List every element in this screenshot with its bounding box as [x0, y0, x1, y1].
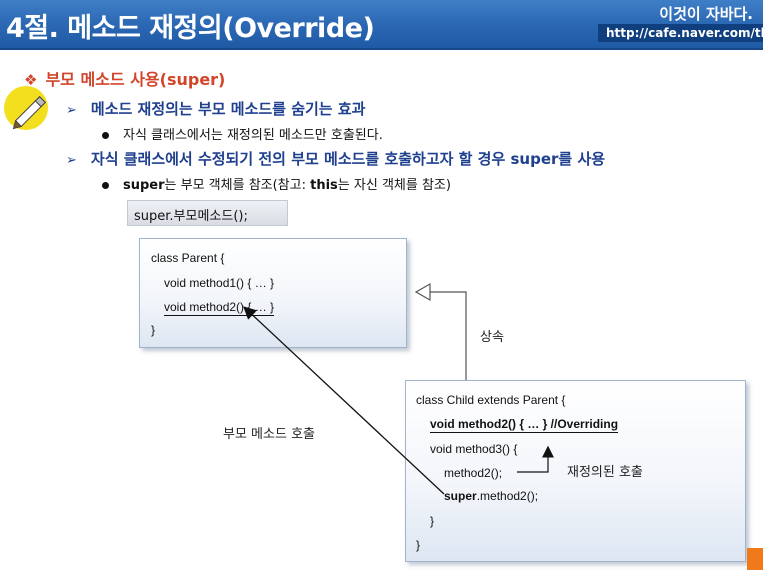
- child-method2-override: void method2() { … } //Overriding: [430, 417, 619, 433]
- slide-title: 4절. 메소드 재정의(Override): [6, 13, 375, 44]
- dot-bullet-icon: [102, 182, 109, 189]
- point-2-sub-text-end: 는 자신 객체를 참조): [337, 178, 451, 193]
- point-1-sub: 자식 클래스에서는 재정의된 메소드만 호출된다.: [102, 124, 383, 143]
- child-class-close: }: [416, 538, 421, 552]
- child-class-decl: class Child extends Parent {: [416, 393, 566, 407]
- inheritance-arrow: [414, 282, 467, 380]
- point-2-sub-text: 는 부모 객체를 참조(참고:: [164, 178, 311, 193]
- point-2: ➢ 자식 클래스에서 수정되기 전의 부모 메소드를 호출하고자 할 경우 sup…: [66, 148, 605, 169]
- super-syntax-box: super.부모메소드();: [127, 200, 288, 226]
- parent-class-decl: class Parent {: [151, 251, 225, 265]
- point-1: ➢ 메소드 재정의는 부모 메소드를 숨기는 효과: [66, 98, 365, 119]
- point-2-sub: super는 부모 객체를 참조(참고: this는 자신 객체를 참조): [102, 174, 451, 193]
- slide-header: 4절. 메소드 재정의(Override) 이것이 자바다. http://ca…: [0, 0, 763, 50]
- corner-tab: [747, 548, 763, 570]
- super-call-rest: .method2();: [476, 489, 539, 503]
- parent-class-box: class Parent { void method1() { … } void…: [139, 238, 407, 348]
- dot-bullet-icon: [102, 132, 109, 139]
- section-heading: ❖ 부모 메소드 사용(super): [24, 66, 225, 90]
- point-1-text: 메소드 재정의는 부모 메소드를 숨기는 효과: [90, 100, 366, 118]
- this-keyword: this: [310, 178, 338, 193]
- point-2-text: 자식 클래스에서 수정되기 전의 부모 메소드를 호출하고자 할 경우 supe…: [90, 150, 606, 168]
- pen-pointer-icon: [4, 86, 48, 130]
- arrow-bullet-icon: ➢: [66, 153, 77, 168]
- child-call-method2: method2();: [444, 466, 503, 480]
- brand-text: 이것이 자바다.: [659, 5, 753, 23]
- point-1-sub-text: 자식 클래스에서는 재정의된 메소드만 호출된다.: [123, 128, 383, 143]
- parent-method1: void method1() { … }: [164, 276, 275, 290]
- section-title: 부모 메소드 사용(super): [45, 70, 226, 89]
- cafe-url: http://cafe.naver.com/th: [598, 24, 763, 42]
- diamond-bullet-icon: ❖: [24, 71, 38, 89]
- inherit-label: 상속: [480, 330, 504, 345]
- parent-class-close: }: [151, 323, 156, 337]
- super-keyword: super: [123, 178, 165, 193]
- super-call-keyword: super: [444, 489, 477, 503]
- parent-call-label: 부모 메소드 호출: [223, 427, 315, 442]
- overridden-call-label: 재정의된 호출: [567, 465, 643, 480]
- child-method3-close: }: [430, 514, 435, 528]
- child-super-call: super.method2();: [444, 489, 538, 503]
- parent-method2: void method2() { … }: [164, 300, 275, 316]
- child-method3: void method3() {: [430, 442, 518, 456]
- arrow-bullet-icon: ➢: [66, 103, 77, 118]
